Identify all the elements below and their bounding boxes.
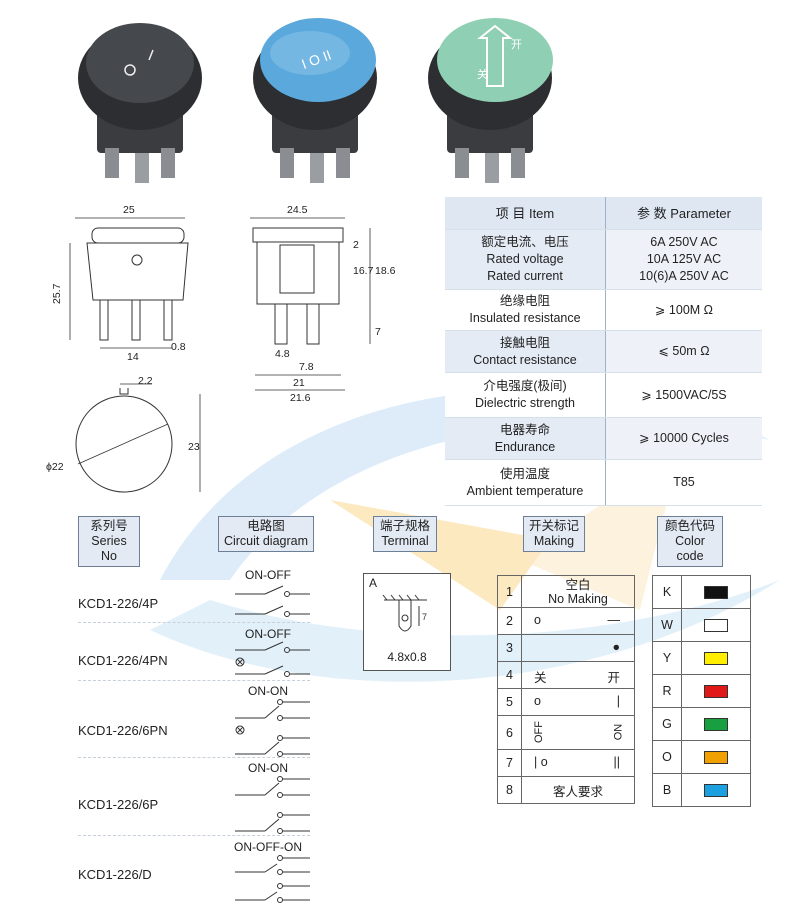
spec-header-item: 项 目 Item [445, 197, 606, 230]
spec-param: ⩾ 100M Ω [605, 289, 762, 331]
circuit-d [235, 855, 310, 903]
series-name: KCD1-226/4PN [78, 653, 168, 668]
circuit-4p [235, 585, 310, 617]
dim-overall: 21.6 [290, 392, 311, 404]
dim-tab: 2.2 [138, 375, 153, 387]
dim-pin-w: 4.8 [275, 348, 290, 360]
circuit-label: ON-ON [248, 684, 288, 698]
product-green-switch: 关 开 [428, 18, 553, 183]
product-blue-switch: I O II [253, 18, 377, 183]
dim-pin-spacing: 14 [127, 351, 139, 363]
dim-side-width: 24.5 [287, 204, 308, 216]
series-name: KCD1-226/6PN [78, 723, 168, 738]
spec-item: 介电强度(极间)Dielectric strength [445, 372, 606, 418]
circuit-label: ON-ON [248, 761, 288, 775]
dim-round-height: 23 [188, 441, 200, 453]
dim-diameter: ϕ22 [46, 461, 64, 473]
series-name: KCD1-226/4P [78, 596, 159, 611]
color-swatch [704, 586, 728, 600]
circuit-4pn [235, 641, 310, 677]
color-swatch [704, 685, 728, 699]
terminal-dim: 7 [422, 612, 427, 622]
spec-param: T85 [605, 459, 762, 506]
color-code-table: K W Y R G O B [652, 575, 751, 807]
dim-pin-len: 7 [375, 326, 381, 338]
dim-top: 2 [353, 239, 359, 251]
dim-h1: 16.7 [353, 265, 374, 277]
row-separator [78, 622, 310, 623]
dim-pin-gap: 7.8 [299, 361, 314, 373]
color-swatch [704, 619, 728, 633]
product-black-switch [78, 23, 202, 183]
dim-pin-width: 0.8 [171, 341, 186, 353]
series-name: KCD1-226/D [78, 867, 152, 882]
series-name: KCD1-226/6P [78, 797, 159, 812]
row-separator [78, 757, 310, 758]
spec-param: ⩾ 1500VAC/5S [605, 372, 762, 418]
spec-param: ⩽ 50m Ω [605, 330, 762, 373]
circuit-6p [235, 776, 310, 834]
spec-header-param: 参 数 Parameter [605, 197, 762, 230]
spec-param: ⩾ 10000 Cycles [605, 417, 762, 460]
dim-width: 25 [123, 204, 135, 216]
terminal-label: A [369, 576, 378, 590]
svg-text:开: 开 [511, 38, 522, 51]
row-separator [78, 680, 310, 681]
circuit-6pn [235, 699, 310, 757]
color-swatch [704, 652, 728, 666]
circuit-label: ON-OFF [245, 568, 291, 582]
circuit-diagrams [235, 585, 310, 903]
front-view-drawing: 25 25.7 14 0.8 [51, 204, 189, 363]
terminal-box: A 7 4.8x0.8 [363, 573, 451, 671]
circuit-label: ON-OFF-ON [234, 840, 302, 854]
terminal-drawing: 7 [382, 594, 427, 632]
color-swatch [704, 784, 728, 798]
dim-base: 21 [293, 377, 305, 389]
panel-cutout-drawing: 2.2 ϕ22 23 [46, 375, 201, 493]
dim-h2: 18.6 [375, 265, 396, 277]
color-swatch [704, 718, 728, 732]
terminal-size: 4.8x0.8 [387, 650, 427, 664]
circuit-label: ON-OFF [245, 627, 291, 641]
row-separator [78, 835, 310, 836]
color-swatch [704, 751, 728, 765]
side-view-drawing: 24.5 2 16.7 18.6 7 4.8 7.8 21 21.6 [250, 204, 396, 404]
dim-height: 25.7 [51, 283, 63, 304]
svg-text:关: 关 [477, 67, 488, 81]
